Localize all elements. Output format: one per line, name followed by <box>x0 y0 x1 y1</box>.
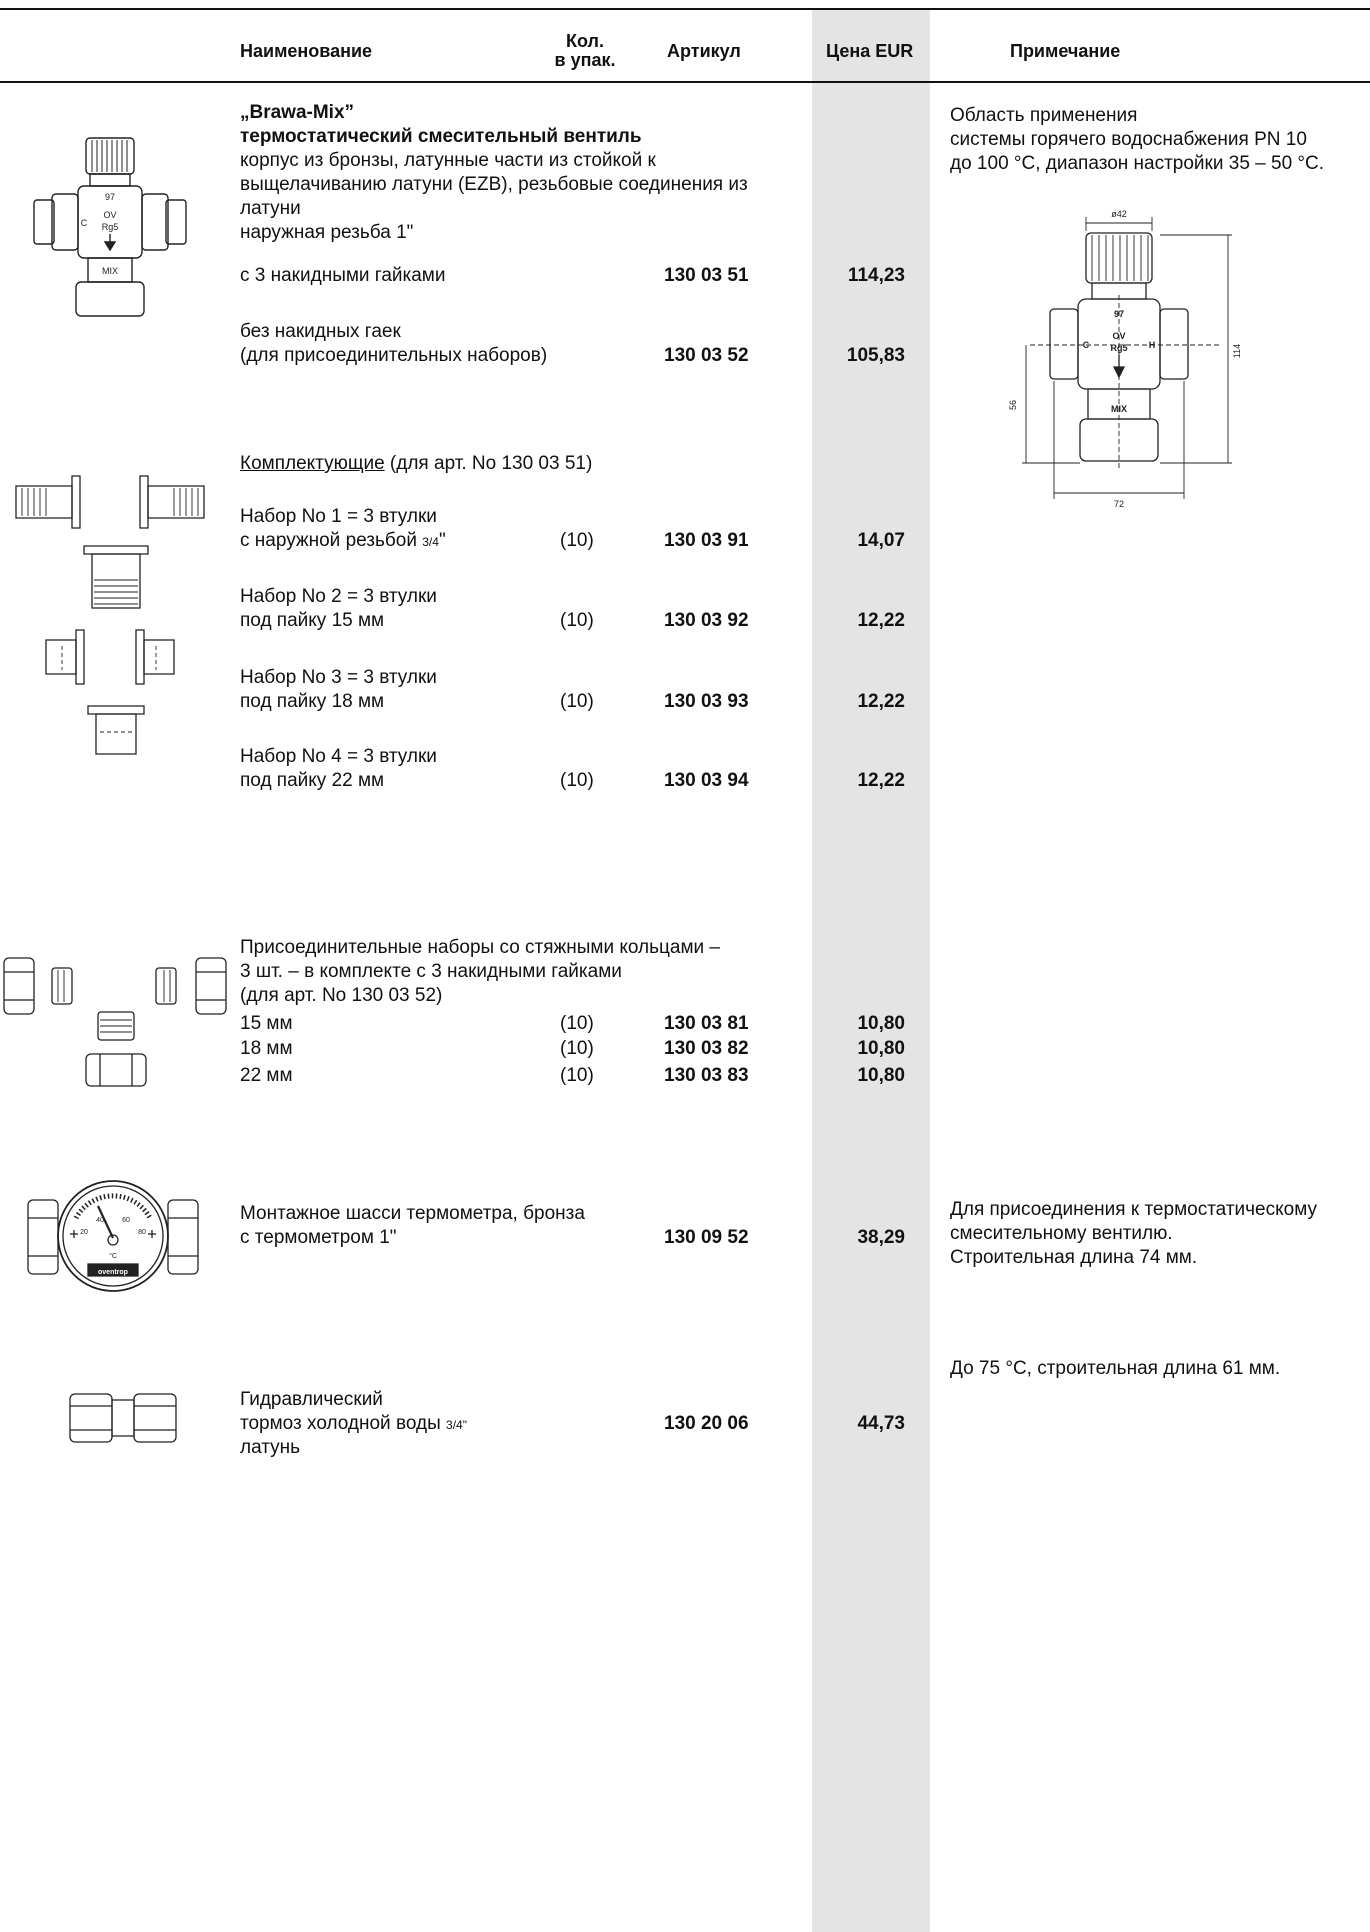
dim-diameter: ø42 <box>1111 209 1127 219</box>
valve-dimension-drawing: ø42 114 56 72 97 OV Rg5 MIX C H <box>1008 209 1242 509</box>
header-article: Артикул <box>667 41 741 61</box>
thermometer-line-2: с термометром 1" <box>240 1227 397 1248</box>
dial-unit: °C <box>109 1252 117 1260</box>
brawa-note-2: системы горячего водоснабжения PN 10 <box>950 129 1307 150</box>
compression-fittings-illustration <box>0 950 232 1090</box>
brawa-row1-label: с 3 накидными гайками <box>240 265 446 286</box>
dim-mark-c: C <box>1083 340 1090 350</box>
header-qty: Кол. в упак. <box>554 31 616 70</box>
header-rule <box>0 81 1370 83</box>
compression-line-2: 3 шт. – в комплекте с 3 накидными гайкам… <box>240 961 622 982</box>
dial-tick-60: 60 <box>122 1217 130 1224</box>
brake-note: До 75 °C, строительная длина 61 мм. <box>950 1358 1281 1379</box>
valve-mark-rg5: Rg5 <box>102 222 119 232</box>
valve-mark-97: 97 <box>105 192 115 202</box>
dim-mark-mix: MIX <box>1111 404 1127 414</box>
dim-axis-height: 56 <box>1008 400 1018 410</box>
header-name: Наименование <box>240 41 373 61</box>
dim-height: 114 <box>1232 344 1242 358</box>
dial-tick-20: 20 <box>80 1229 88 1236</box>
dim-width: 72 <box>1114 499 1124 509</box>
brawa-desc-1: корпус из бронзы, латунные части из стой… <box>240 150 656 171</box>
sleeves-illustration <box>10 470 210 760</box>
brawa-row1-price: 114,23 <box>847 265 905 286</box>
brawa-desc-2: выщелачиванию латуни (EZB), резьбовые со… <box>240 174 748 195</box>
thermometer-line-1: Монтажное шасси термометра, бронза <box>240 1203 585 1224</box>
dim-mark-h: H <box>1149 340 1156 350</box>
price-column-shading <box>812 8 930 1932</box>
thermometer-note-2: смесительному вентилю. <box>950 1223 1173 1244</box>
brake-illustration <box>68 1390 178 1446</box>
brake-line-1: Гидравлический <box>240 1389 383 1410</box>
brawa-row2-label-2: (для присоединительных наборов) <box>240 345 548 366</box>
thermometer-illustration: 20 40 60 80 °C oventrop <box>26 1178 200 1294</box>
accessories-heading: Комплектующие (для арт. No 130 03 51) <box>240 453 593 474</box>
valve-mark-c: C <box>81 218 88 228</box>
brawa-desc-4: наружная резьба 1" <box>240 222 414 243</box>
thermometer-note-3: Строительная длина 74 мм. <box>950 1247 1198 1268</box>
brake-article: 130 20 06 <box>664 1413 749 1434</box>
dim-mark-ov: OV <box>1112 331 1125 341</box>
thermometer-price: 38,29 <box>857 1227 905 1248</box>
brawa-row2-label-1: без накидных гаек <box>240 321 401 342</box>
header-price: Цена EUR <box>826 41 914 61</box>
brake-line-2: тормоз холодной воды 3/4" <box>240 1413 467 1434</box>
compression-line-3: (для арт. No 130 03 52) <box>240 985 443 1006</box>
brawa-title-2: термостатический смесительный вентиль <box>240 126 642 147</box>
dim-mark-97: 97 <box>1114 309 1124 319</box>
brawa-note-3: до 100 °C, диапазон настройки 35 – 50 °C… <box>950 153 1325 174</box>
dial-tick-80: 80 <box>138 1229 146 1236</box>
compression-line-1: Присоединительные наборы со стяжными кол… <box>240 937 720 958</box>
brake-price: 44,73 <box>857 1413 905 1434</box>
brawa-row2-article: 130 03 52 <box>664 345 749 366</box>
thermometer-note-1: Для присоединения к термостатическому <box>950 1199 1317 1220</box>
brawa-row1-article: 130 03 51 <box>664 265 749 286</box>
valve-mark-mix: MIX <box>102 266 118 276</box>
dial-tick-40: 40 <box>96 1217 104 1224</box>
top-rule <box>0 8 1370 10</box>
brawa-row2-price: 105,83 <box>846 345 905 366</box>
brawa-note-1: Область применения <box>950 105 1138 126</box>
valve-mark-ov: OV <box>103 210 116 220</box>
brawa-title-1: „Brawa-Mix” <box>240 102 355 123</box>
brake-line-3: латунь <box>240 1437 301 1458</box>
header-note: Примечание <box>1010 41 1121 61</box>
thermometer-article: 130 09 52 <box>664 1227 749 1248</box>
dial-brand: oventrop <box>98 1269 128 1276</box>
mixing-valve-illustration: 97 OV Rg5 MIX C <box>30 130 190 340</box>
dim-mark-rg5: Rg5 <box>1110 343 1127 353</box>
brawa-desc-3: латуни <box>240 198 301 219</box>
